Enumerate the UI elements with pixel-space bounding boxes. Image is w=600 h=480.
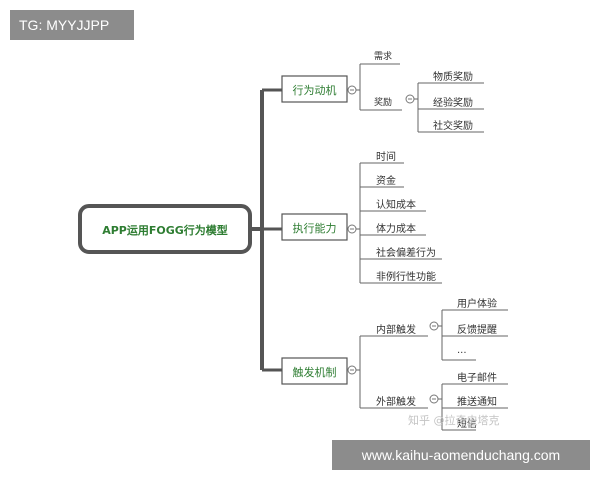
branch3-lines [356,309,508,431]
branch-box-motivation [281,75,348,103]
toggle-minus [350,89,436,400]
node-cognitive-cost: 认知成本 [376,200,416,211]
node-user-experience: 用户体验 [457,299,497,310]
trunk-line [250,90,264,370]
node-reward: 奖励 [374,98,393,108]
node-material-reward: 物质奖励 [433,72,473,83]
node-internal-trigger: 内部触发 [376,325,416,336]
node-physical-cost: 体力成本 [376,224,416,235]
url-banner[interactable]: www.kaihu-aomenduchang.com [332,440,590,470]
branch2-lines [356,162,442,284]
tag-label: TG: MYYJJPP [10,10,134,40]
node-money: 资金 [376,176,396,187]
node-time: 时间 [376,152,396,163]
node-need: 需求 [374,52,393,62]
branch-label-motivation: 行为动机 [292,84,337,97]
branch-label-ability: 执行能力 [292,222,337,235]
branch-stubs [262,88,282,372]
node-non-routine: 非例行性功能 [376,272,436,283]
node-sms: 短信 [457,419,477,430]
node-social-deviance: 社会偏差行为 [376,248,436,259]
node-social-reward: 社交奖励 [433,121,473,132]
node-push-notification: 推送通知 [457,397,497,408]
node-feedback-reminder: 反馈提醒 [457,325,497,336]
toggle-circles [347,85,439,404]
branch-label-trigger: 触发机制 [292,366,337,379]
branch1-lines [356,63,484,133]
watermark-text: 知乎 @拉奇史塔克 [408,414,500,427]
branch-box-ability [281,213,348,241]
node-ellipsis: ... [457,345,467,356]
root-node-label: APP运用FOGG行为模型 [102,224,228,237]
branch-box-trigger [281,357,348,385]
node-email: 电子邮件 [457,373,497,384]
node-experience-reward: 经验奖励 [433,98,473,109]
node-external-trigger: 外部触发 [376,397,416,408]
